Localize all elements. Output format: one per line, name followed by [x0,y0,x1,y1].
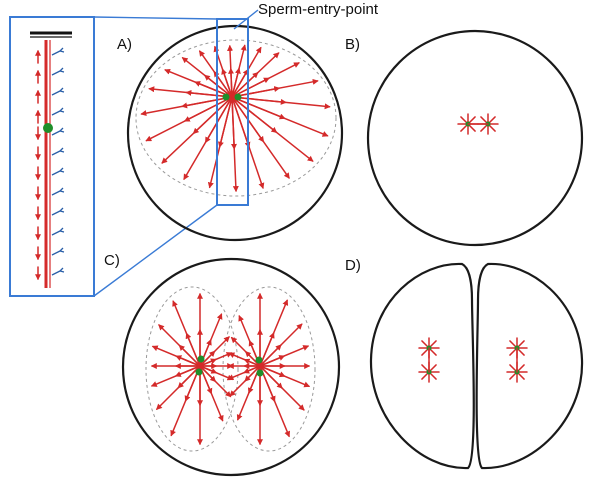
aster-microtubule [181,57,233,98]
panel-c-right-zone [222,286,316,452]
panel-d-label: D) [345,257,361,274]
aster-microtubule [199,365,234,381]
panel-a-aster [140,44,331,193]
aster-microtubule [228,352,261,367]
aster-microtubule [231,96,239,193]
aster-microtubule [231,52,280,98]
vesicle-cargo [51,207,65,216]
vesicle-cargo [51,147,65,156]
vesicle-cargo [51,227,65,236]
aster-microtubule [227,365,261,380]
aster-microtubule [172,300,201,367]
aster-microtubule [161,96,233,164]
panel-d-spindles [418,337,528,383]
aster-microtubule [231,62,300,98]
panel-a-zoom-box [216,18,249,206]
inset-frame [9,16,95,297]
panel-d-right-cell [475,262,584,470]
aster-microtubule [151,345,201,367]
panel-a: A) [117,18,344,242]
aster-microtubule [231,96,331,110]
zoom-line-bottom [93,204,218,297]
aster-microtubule [259,365,291,438]
aster-microtubule [259,323,303,367]
aster-microtubule [230,336,261,367]
aster-microtubule [231,44,247,98]
aster-microtubule [148,86,233,98]
panel-b-cell [366,29,584,247]
panel-a-pronucleus [234,93,242,101]
aster-microtubule [231,46,262,98]
panel-b-label: B) [345,36,360,53]
aster-microtubule [158,324,201,367]
aster-microtubule [227,44,234,98]
aster-microtubule [140,96,233,117]
aster-microtubule [170,365,201,437]
vesicle-cargo [51,47,65,56]
zoom-line-top [93,16,218,20]
sperm-entry-label: Sperm-entry-point [258,1,379,18]
vesicle-cargo [51,67,65,76]
callout-leader [233,9,259,30]
aster-microtubule [231,96,290,179]
aster-microtubule [259,365,311,388]
panel-c-centrosome-1 [197,355,205,363]
panel-c-asters [150,292,311,446]
aster-microtubule [199,365,224,422]
aster-microtubule [259,365,305,411]
panel-d: D) [345,257,584,470]
aster-microtubule [156,365,201,410]
aster-microtubule [229,365,261,397]
aster-microtubule [259,345,310,367]
aster-microtubule [259,299,289,367]
vesicle-cargo [51,107,65,116]
vesicle-cargo [51,267,65,276]
vesicle-cargo [51,247,65,256]
panel-c-label: C) [104,252,120,269]
aster-microtubule [236,365,261,421]
inset-vesicle-set [51,47,65,276]
panel-c-cell [121,257,341,477]
vesicle-cargo [51,167,65,176]
vesicle-cargo [51,87,65,96]
panel-d-left-cell [369,262,475,470]
panel-c-centrosome-4 [256,369,264,377]
inset-centrosome [43,123,53,133]
vesicle-cargo [51,187,65,196]
panel-b-spindle [457,113,499,135]
aster-microtubule [207,96,233,189]
aster-microtubule [231,96,314,162]
panel-c-centrosome-3 [255,356,263,364]
panel-a-label: A) [117,36,132,53]
panel-c-left-zone [145,286,239,452]
vesicle-cargo [51,127,65,136]
aster-microtubule [150,365,201,387]
panel-a-aster-zone [135,39,337,197]
aster-microtubule [199,336,230,367]
panel-b: B) [345,29,584,247]
panel-c-centrosome-2 [195,368,203,376]
panel-a-cell [126,24,344,242]
aster-microtubule [164,68,233,98]
aster-microtubule [199,352,233,367]
sperm-entry-callout: Sperm-entry-point [233,1,379,30]
aster-microtubule [183,96,233,181]
inset-zoom-panel [9,16,95,297]
aster-microtubule [199,365,232,398]
aster-microtubule [198,50,233,98]
panel-c: C) [104,252,341,477]
aster-microtubule [231,78,319,98]
panel-a-centrosome [222,93,230,101]
